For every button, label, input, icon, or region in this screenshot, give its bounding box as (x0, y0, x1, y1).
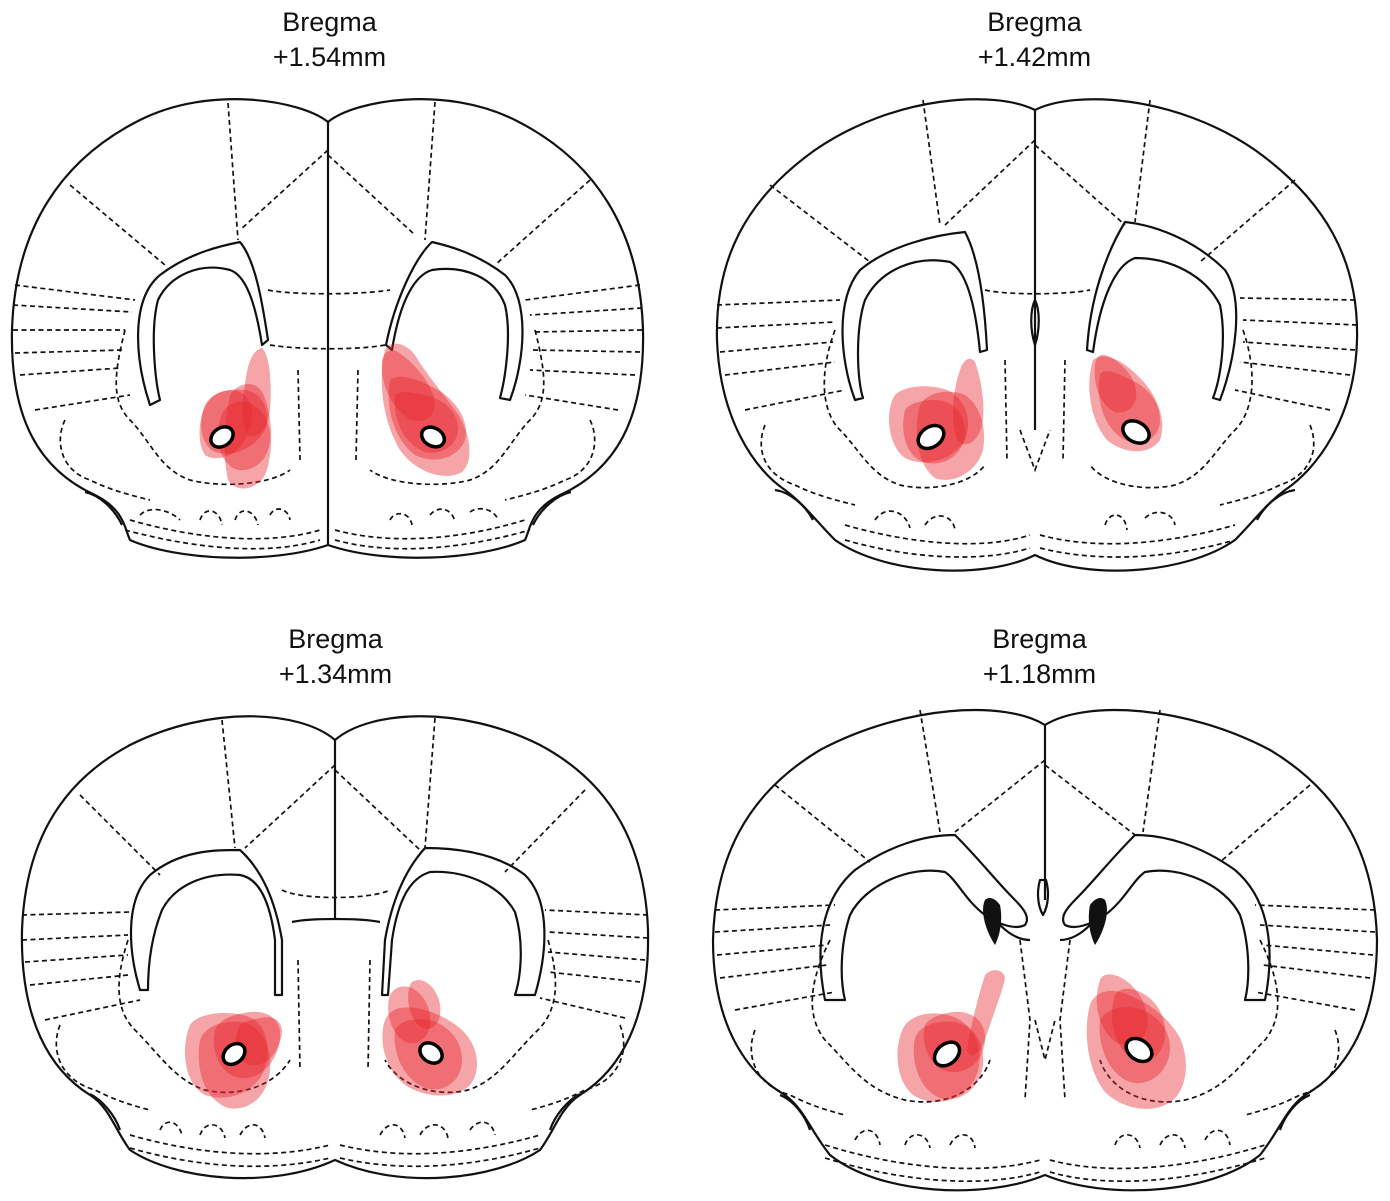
ventricle-right (382, 848, 544, 995)
septal-fiber-fill (983, 898, 1107, 945)
lesion-left (897, 970, 1005, 1102)
brain-section-drawing (0, 0, 695, 600)
brain-section-drawing (0, 600, 695, 1200)
subcortical-boundaries (56, 940, 623, 1166)
ventricle-left (131, 850, 282, 995)
brain-outline (12, 99, 643, 558)
cortical-boundaries (717, 100, 1357, 410)
lesion-right (382, 980, 477, 1096)
brain-section-drawing (695, 600, 1390, 1200)
subcortical-boundaries (751, 940, 1338, 1181)
lesion-left (889, 359, 984, 480)
brain-outline (713, 710, 1377, 1190)
section-panel-1: Bregma +1.54mm (0, 0, 695, 600)
section-panel-2: Bregma +1.42mm (695, 0, 1390, 600)
lesion-right (382, 344, 470, 476)
brain-section-drawing (695, 0, 1390, 600)
brain-outline (717, 99, 1357, 570)
lesion-left (200, 348, 272, 488)
brain-outline (22, 716, 648, 1178)
section-panel-4: Bregma +1.18mm (695, 600, 1390, 1200)
section-panel-3: Bregma +1.34mm (0, 600, 695, 1200)
